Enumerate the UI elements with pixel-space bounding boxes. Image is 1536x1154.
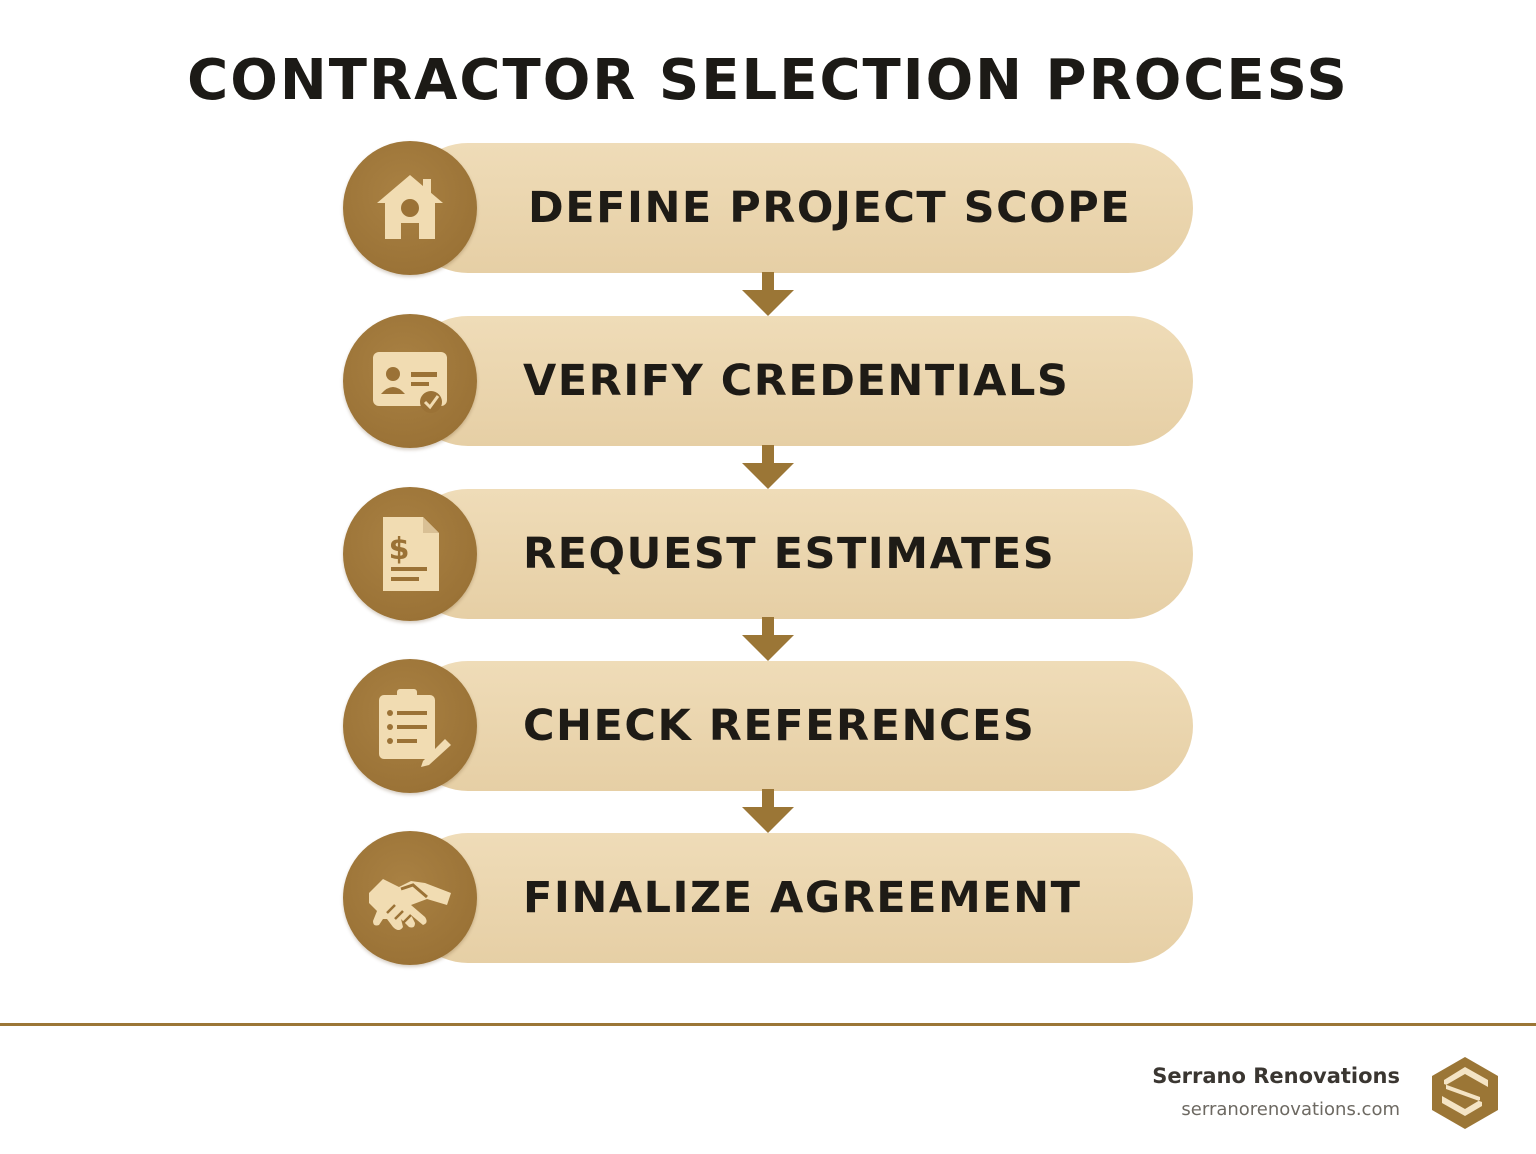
step-pill	[403, 143, 1193, 273]
step-pill	[403, 316, 1193, 446]
step-pill	[403, 661, 1193, 791]
house-icon	[377, 175, 443, 239]
step-define-project-scope: DEFINE PROJECT SCOPE	[343, 141, 1193, 275]
flow-arrow-icon	[742, 789, 794, 833]
step-badge	[343, 831, 477, 965]
flow-arrow-icon	[742, 272, 794, 316]
handshake-icon	[369, 879, 451, 930]
step-badge	[343, 141, 477, 275]
brand-url[interactable]: serranorenovations.com	[1181, 1099, 1400, 1120]
checklist-icon	[379, 689, 451, 767]
serrano-s-logo-icon	[1432, 1057, 1498, 1129]
brand-name: Serrano Renovations	[1152, 1064, 1400, 1088]
flow-arrow-icon	[742, 617, 794, 661]
step-label: CHECK REFERENCES	[523, 701, 1036, 751]
step-label: REQUEST ESTIMATES	[523, 529, 1056, 579]
step-finalize-agreement: FINALIZE AGREEMENT	[343, 831, 1193, 965]
step-label: DEFINE PROJECT SCOPE	[528, 183, 1132, 233]
svg-text:$: $	[389, 532, 410, 567]
diagram-title: CONTRACTOR SELECTION PROCESS	[187, 48, 1349, 113]
step-check-references: CHECK REFERENCES	[343, 659, 1193, 793]
step-pill	[403, 833, 1193, 963]
step-badge	[343, 314, 477, 448]
step-badge	[343, 659, 477, 793]
step-badge: $	[343, 487, 477, 621]
estimate-document-icon: $	[383, 517, 439, 591]
step-pill	[403, 489, 1193, 619]
flow-arrow-icon	[742, 445, 794, 489]
step-verify-credentials: VERIFY CREDENTIALS	[343, 314, 1193, 448]
footer-divider	[0, 1023, 1536, 1026]
step-label: FINALIZE AGREEMENT	[523, 873, 1082, 923]
id-card-icon	[373, 352, 447, 413]
step-label: VERIFY CREDENTIALS	[523, 356, 1070, 406]
step-request-estimates: $ REQUEST ESTIMATES	[343, 487, 1193, 621]
